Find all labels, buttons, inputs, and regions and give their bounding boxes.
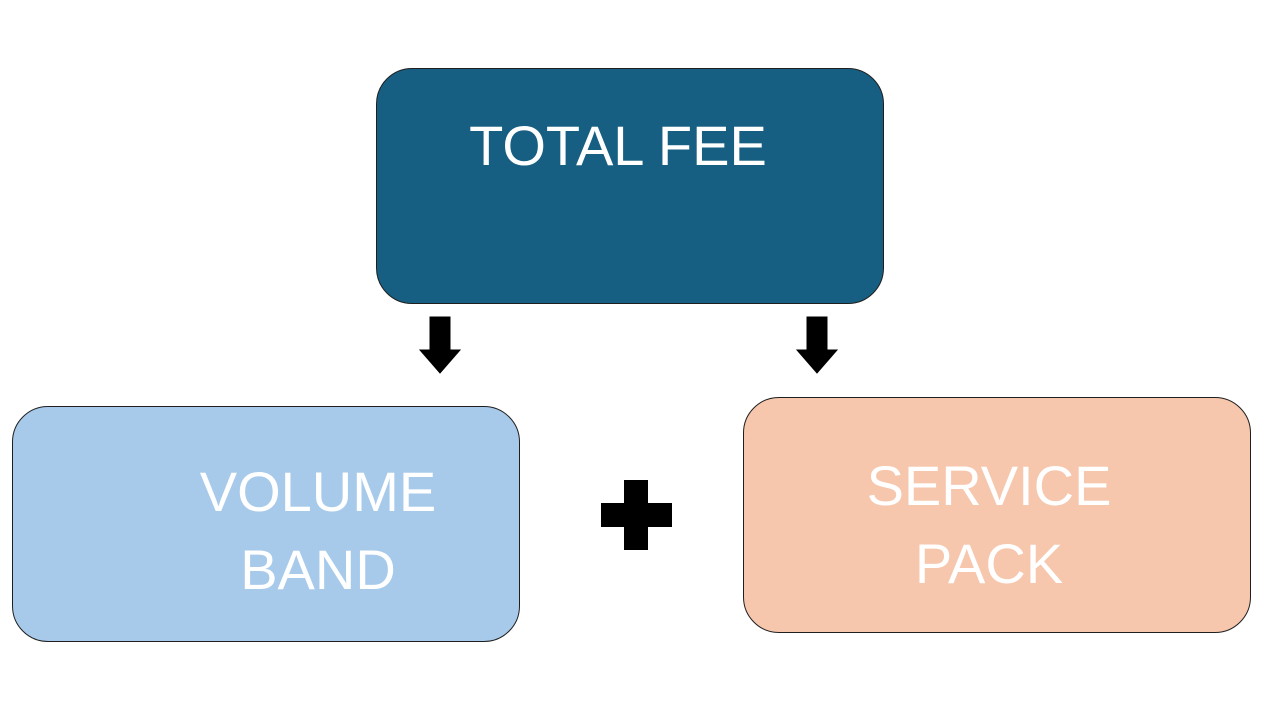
service-pack-label: SERVICE PACK xyxy=(866,454,1112,595)
service-pack-box: SERVICE PACK xyxy=(743,397,1251,633)
total-fee-label: TOTAL FEE xyxy=(469,114,767,177)
total-fee-box: TOTAL FEE xyxy=(376,68,884,304)
plus-icon xyxy=(601,480,672,550)
volume-band-box: VOLUME BAND xyxy=(12,406,520,642)
down-arrow-icon xyxy=(418,316,462,374)
volume-band-label: VOLUME BAND xyxy=(199,460,437,601)
down-arrow-icon xyxy=(795,316,839,374)
